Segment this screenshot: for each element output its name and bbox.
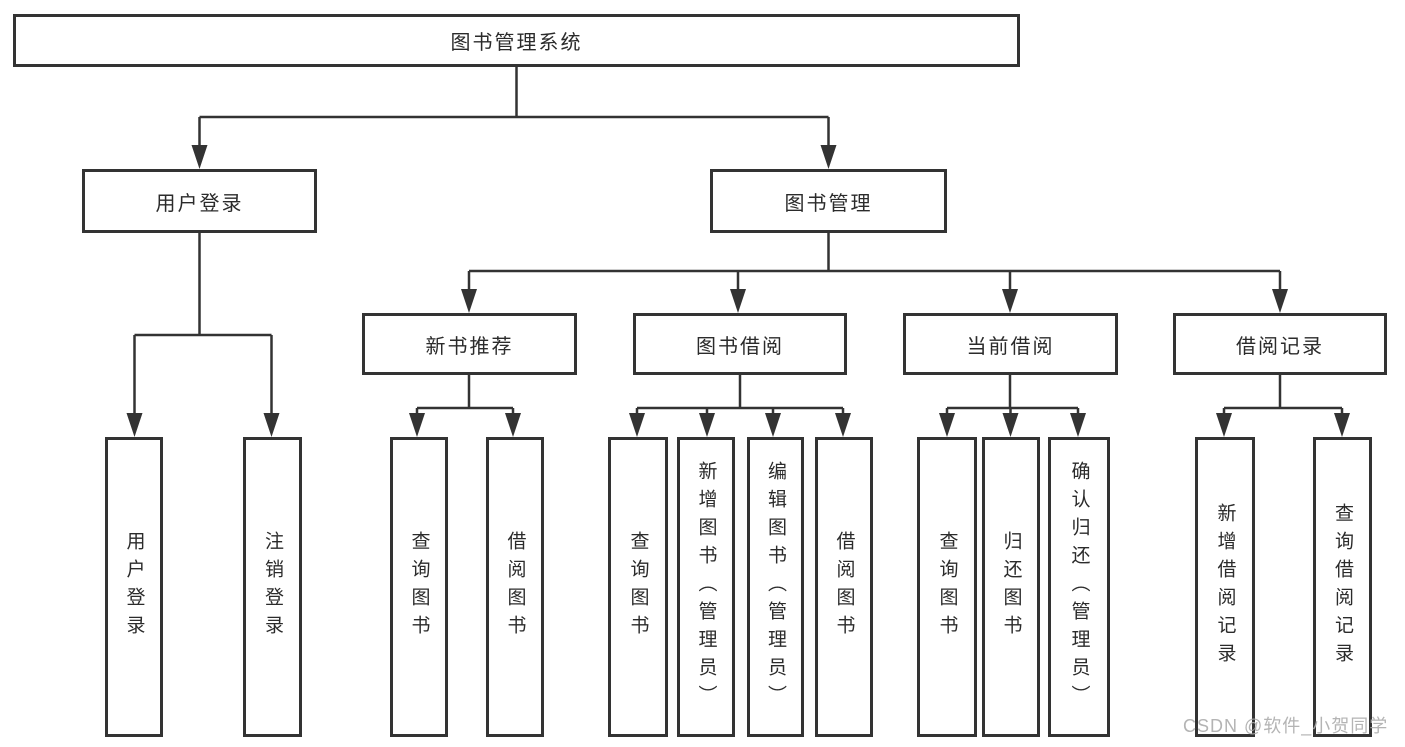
arrowheads-level2 xyxy=(191,145,837,169)
connector-current-borrow-children xyxy=(945,375,1080,414)
leaf-query-borrow-record: 查询借阅记录 xyxy=(1313,437,1372,737)
arrowheads-book-borrow-children xyxy=(629,413,851,437)
leaf-borrow-books-1: 借阅图书 xyxy=(486,437,544,737)
arrowheads-borrow-record-children xyxy=(1216,413,1350,437)
connector-new-book-children xyxy=(415,375,515,414)
node-label: 图书管理系统 xyxy=(450,32,583,54)
leaf-return-books: 归还图书 xyxy=(982,437,1040,737)
leaf-query-books-1: 查询图书 xyxy=(390,437,448,737)
node-borrowing-records: 借阅记录 xyxy=(1173,313,1387,375)
node-label: 查询图书 xyxy=(408,531,430,643)
arrowheads-level3 xyxy=(461,289,1288,313)
node-label: 归还图书 xyxy=(1000,531,1022,643)
node-current-borrowing: 当前借阅 xyxy=(903,313,1118,375)
node-label: 借阅图书 xyxy=(833,531,855,643)
node-label: 借阅图书 xyxy=(504,531,526,643)
node-label: 新增借阅记录 xyxy=(1214,503,1236,671)
node-label: 用户登录 xyxy=(155,192,244,215)
node-label: 确认归还（管理员） xyxy=(1068,461,1090,713)
node-user-login: 用户登录 xyxy=(82,169,317,233)
node-label: 借阅记录 xyxy=(1236,335,1324,358)
connector-book-mgmt-children xyxy=(467,233,1282,290)
arrowheads-user-login-children xyxy=(126,413,280,437)
node-label: 注销登录 xyxy=(262,531,283,643)
connector-user-login-children xyxy=(133,233,273,414)
node-label: 用户登录 xyxy=(123,531,145,643)
node-book-management: 图书管理 xyxy=(710,169,947,233)
leaf-add-borrow-record: 新增借阅记录 xyxy=(1195,437,1255,737)
node-label: 图书管理 xyxy=(784,192,873,215)
leaf-query-books-2: 查询图书 xyxy=(608,437,668,737)
node-book-borrowing: 图书借阅 xyxy=(633,313,847,375)
connector-root-to-level2 xyxy=(198,67,830,146)
leaf-user-login: 用户登录 xyxy=(105,437,163,737)
node-label: 新增图书（管理员） xyxy=(695,461,717,713)
node-label: 图书借阅 xyxy=(696,335,784,358)
leaf-confirm-return-admin: 确认归还（管理员） xyxy=(1048,437,1110,737)
connector-borrow-record-children xyxy=(1222,375,1344,414)
node-label: 当前借阅 xyxy=(966,335,1055,358)
node-label: 查询借阅记录 xyxy=(1332,503,1353,671)
arrowheads-current-borrow-children xyxy=(939,413,1086,437)
connector-book-borrow-children xyxy=(635,375,845,414)
leaf-add-books-admin: 新增图书（管理员） xyxy=(677,437,735,737)
leaf-edit-books-admin: 编辑图书（管理员） xyxy=(747,437,804,737)
node-label: 查询图书 xyxy=(936,531,958,643)
arrowheads-new-book-children xyxy=(409,413,521,437)
node-new-book-recommend: 新书推荐 xyxy=(362,313,577,375)
node-label: 查询图书 xyxy=(627,531,649,643)
leaf-query-books-3: 查询图书 xyxy=(917,437,977,737)
node-label: 编辑图书（管理员） xyxy=(765,461,786,713)
leaf-borrow-books-2: 借阅图书 xyxy=(815,437,873,737)
node-book-management-system: 图书管理系统 xyxy=(13,14,1020,67)
node-label: 新书推荐 xyxy=(425,335,514,358)
csdn-watermark: CSDN @软件_小贺同学 xyxy=(1183,716,1389,736)
leaf-logout: 注销登录 xyxy=(243,437,302,737)
